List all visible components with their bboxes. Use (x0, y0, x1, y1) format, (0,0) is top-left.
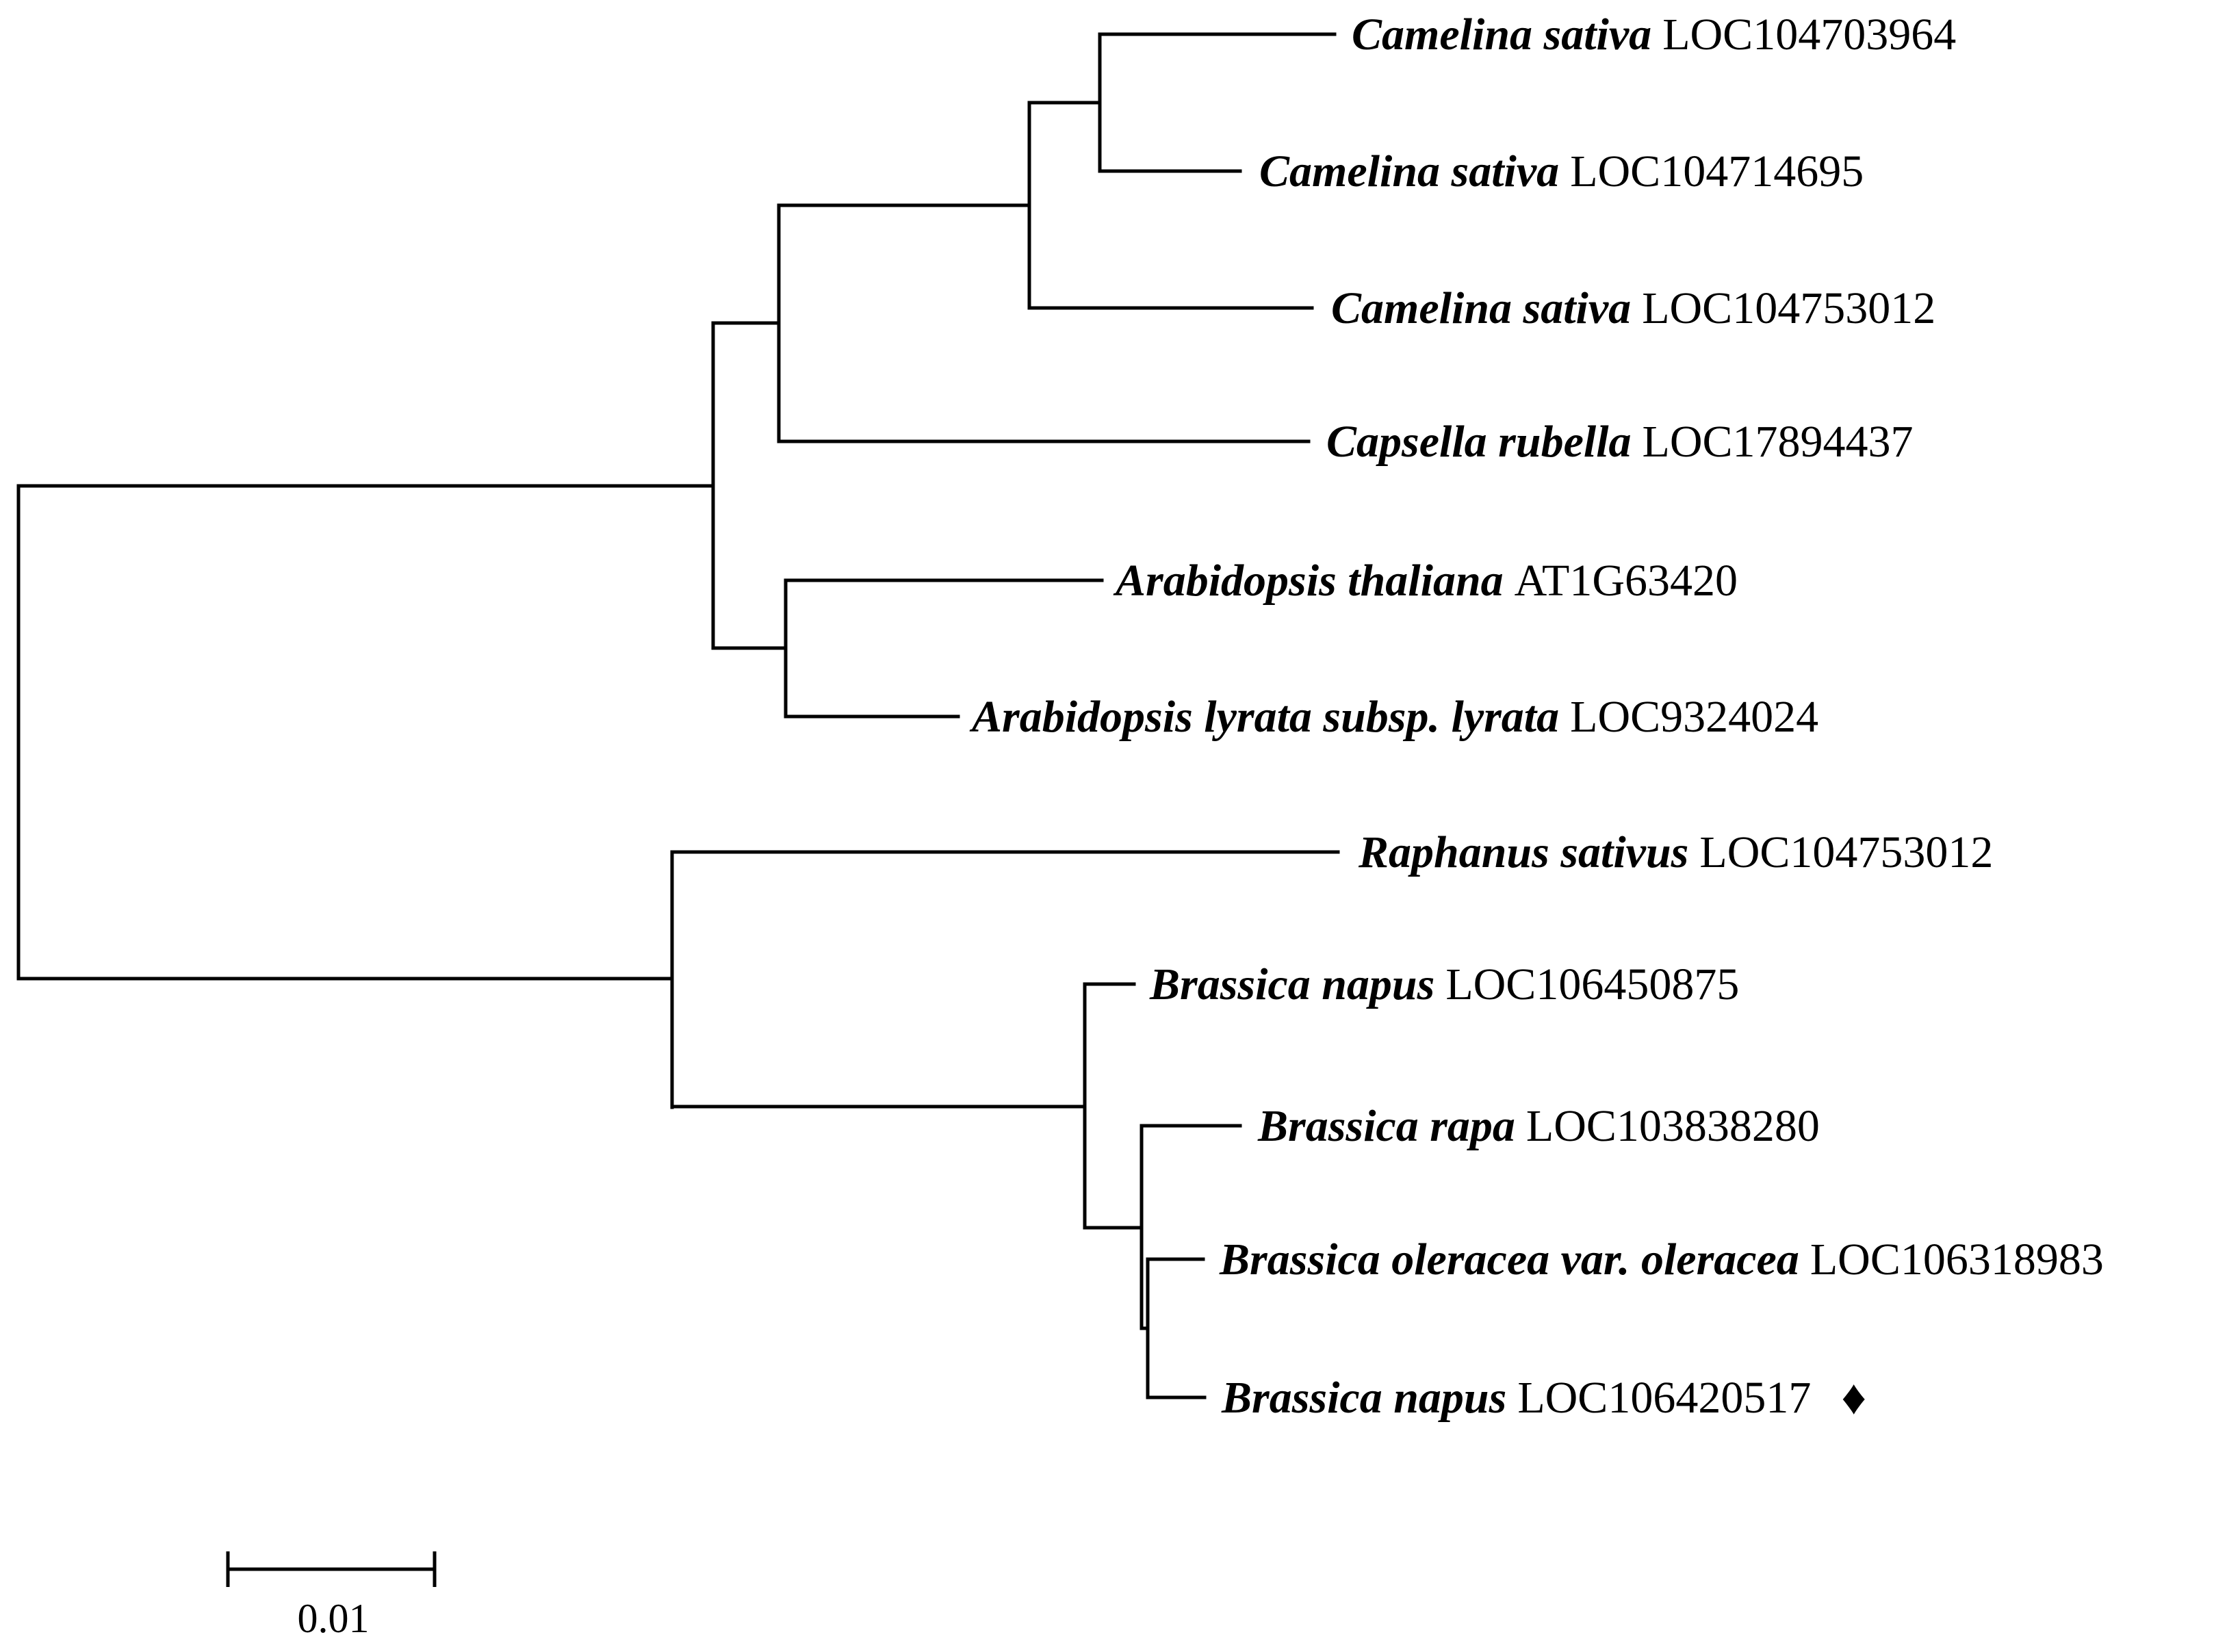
diamond-marker-icon: ♦ (1841, 1370, 1866, 1425)
taxon-accession: LOC9324024 (1570, 692, 1818, 742)
taxon-accession: LOC17894437 (1643, 417, 1914, 467)
taxon-species-name: Brassica napus (1149, 959, 1434, 1009)
taxon-accession: LOC104753012 (1699, 827, 1993, 877)
taxon-accession: LOC106420517 (1517, 1373, 1811, 1423)
taxon-species-name: Capsella rubella (1326, 417, 1632, 467)
taxon-accession: LOC106450875 (1445, 959, 1739, 1009)
taxon-accession: LOC104714695 (1570, 146, 1864, 196)
taxon-species-name: Camelina sativa (1331, 283, 1631, 333)
taxon-species-name: Brassica rapa (1257, 1101, 1515, 1151)
taxon-accession: AT1G63420 (1515, 556, 1738, 606)
taxon-species-name: Arabidopsis lyrata subsp. lyrata (969, 692, 1559, 742)
taxon-accession: LOC104753012 (1642, 283, 1935, 333)
scale-bar: 0.01 (226, 1551, 437, 1641)
taxon-species-name: Camelina sativa (1352, 10, 1651, 60)
taxon-species-name: Raphanus sativus (1358, 827, 1688, 877)
taxon-species-name: Brassica napus (1221, 1373, 1506, 1423)
taxon-species-name: Brassica oleracea var. oleracea (1219, 1235, 1799, 1285)
taxon-accession: LOC106318983 (1810, 1235, 2104, 1285)
taxon-species-name: Camelina sativa (1259, 146, 1559, 196)
taxon-accession: LOC103838280 (1526, 1101, 1820, 1151)
taxon-species-name: Arabidopsis thaliana (1113, 556, 1504, 606)
scale-bar-label: 0.01 (298, 1596, 370, 1641)
taxon-accession: LOC104703964 (1662, 10, 1956, 60)
